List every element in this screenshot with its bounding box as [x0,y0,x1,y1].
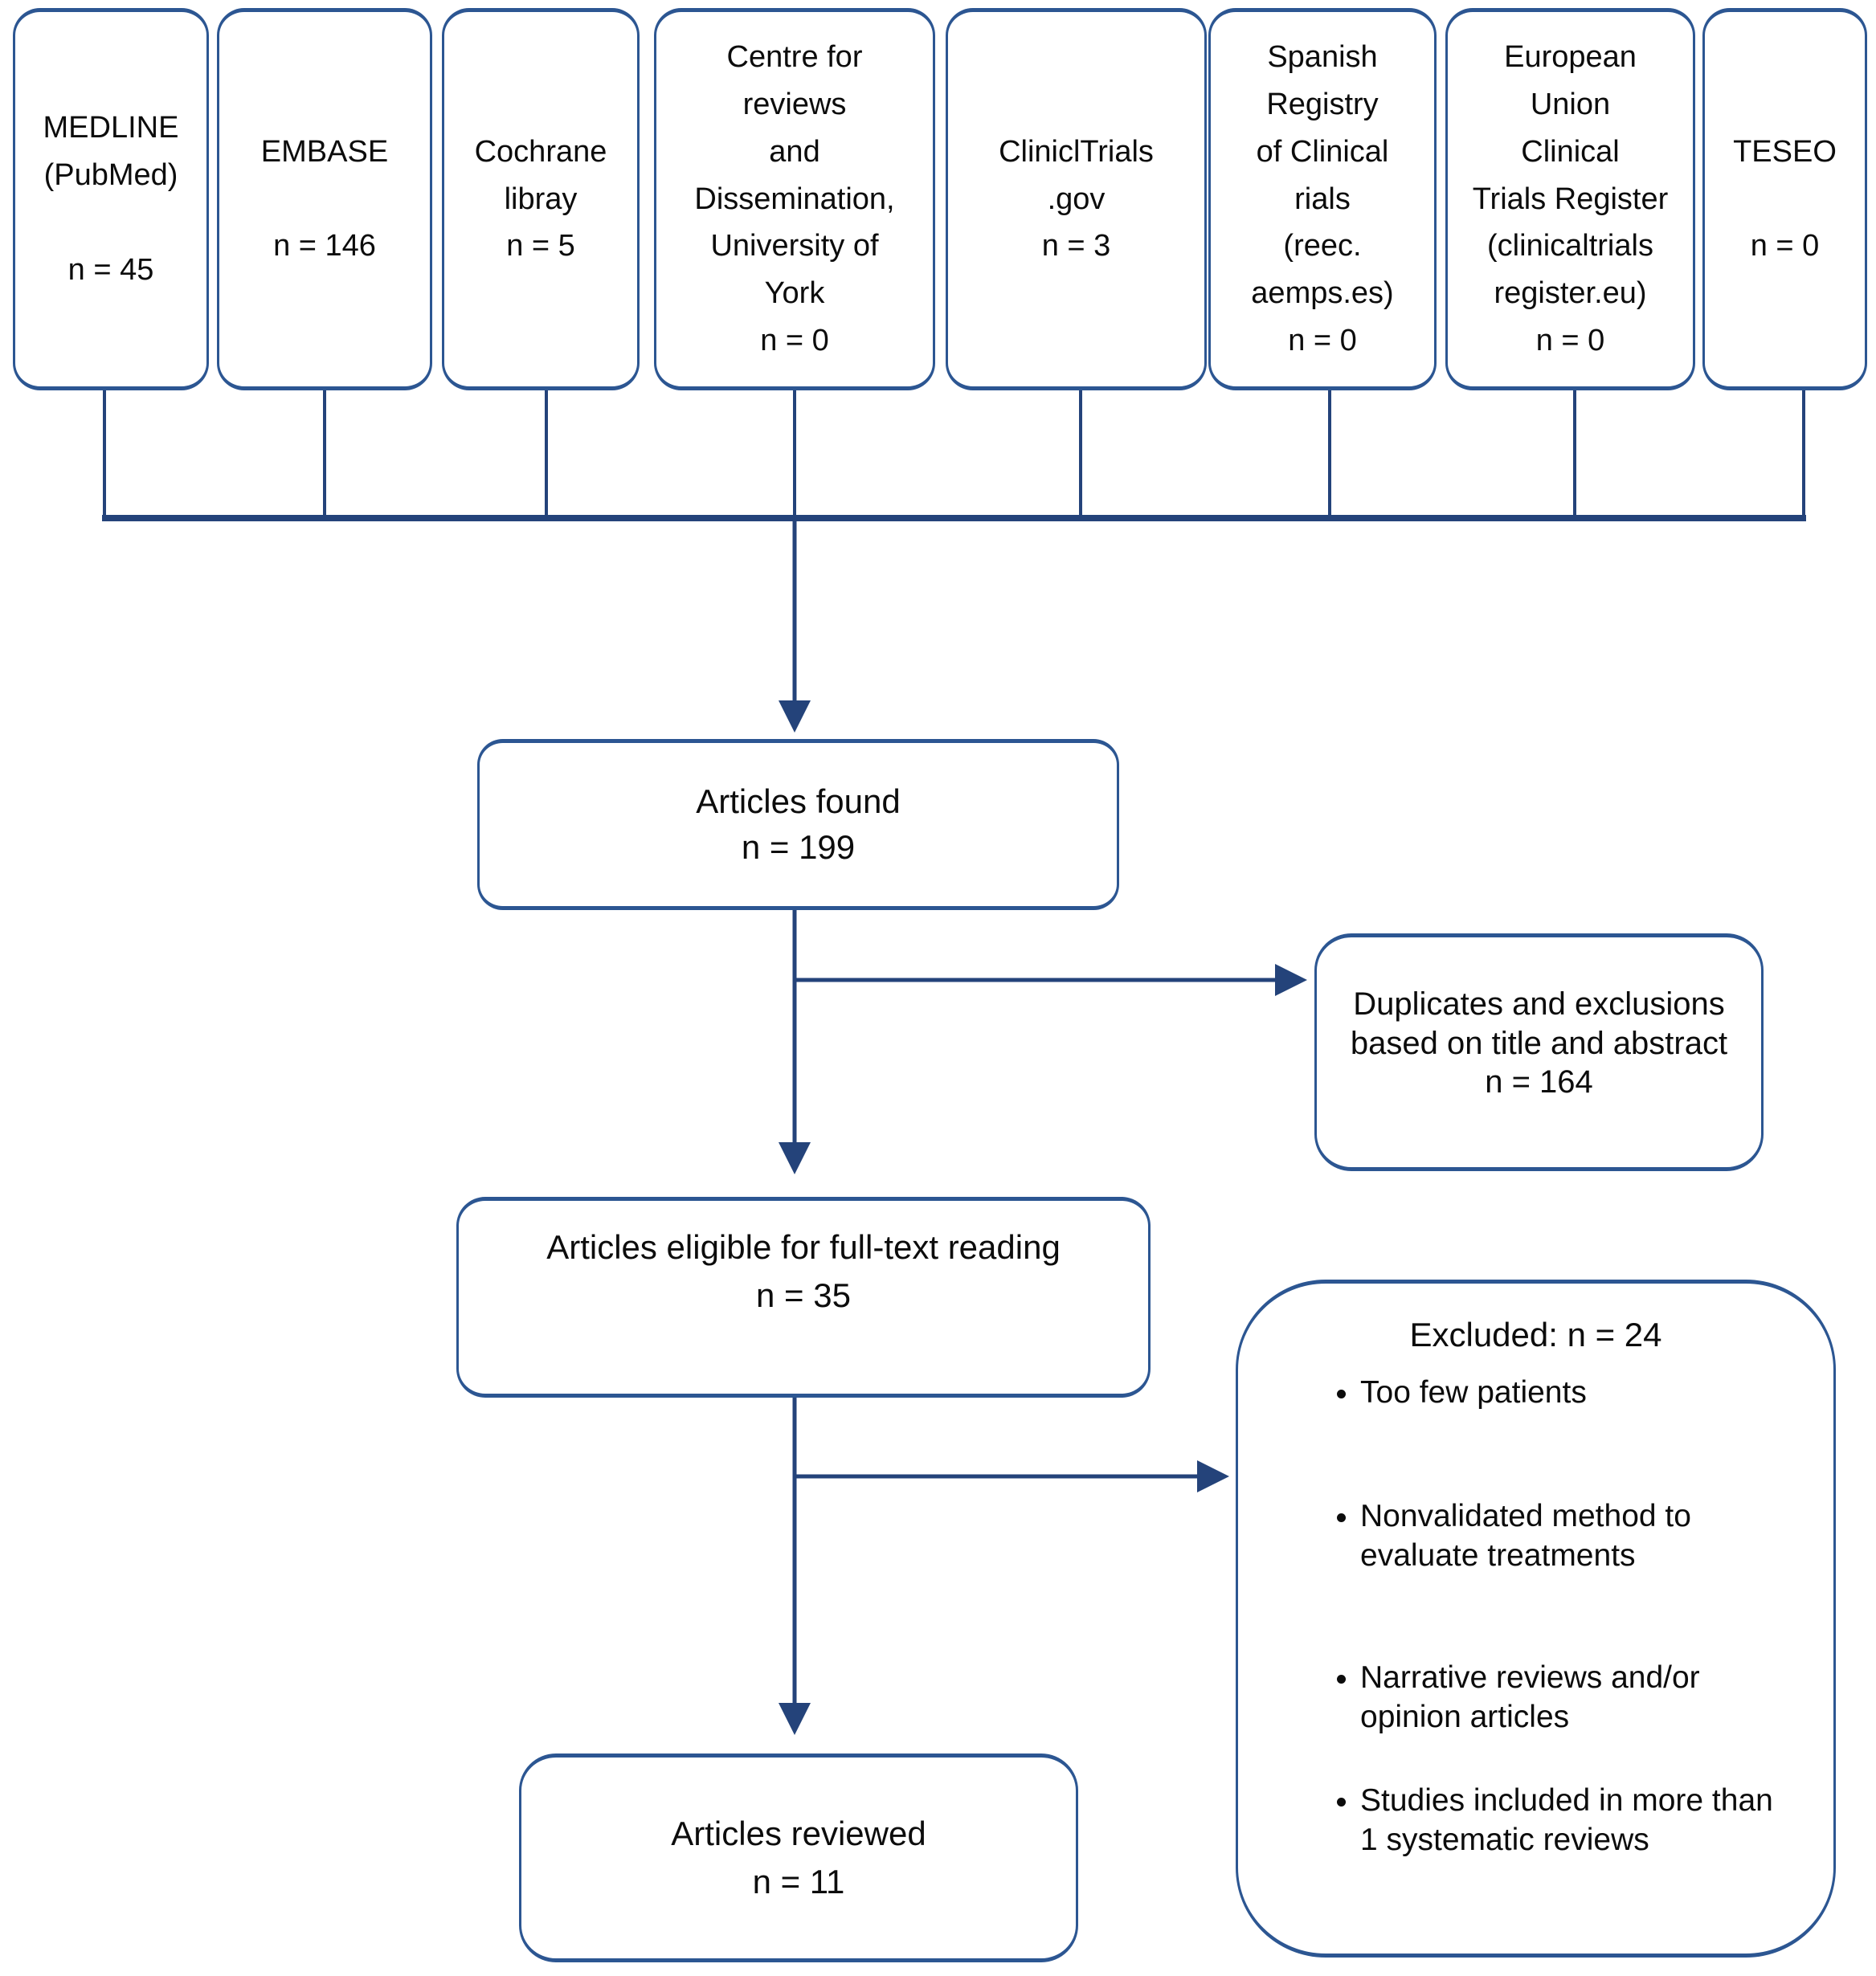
source-box-embase: EMBASE n = 146 [217,8,432,390]
node-articles-reviewed: Articles reviewed n = 11 [519,1753,1078,1962]
excluded-title: Excluded: n = 24 [1409,1316,1662,1353]
excluded-reason-item: Nonvalidated method to evaluate treatmen… [1360,1497,1813,1576]
node-excluded: Excluded: n = 24 Too few patients Nonval… [1236,1280,1836,1958]
source-box-spanish-registry-text: Spanish Registry of Clinical rials (reec… [1251,39,1394,358]
source-box-teseo: TESEO n = 0 [1702,8,1867,390]
source-box-clinicaltrials-gov: CliniclTrials .gov n = 3 [946,8,1207,390]
source-box-embase-text: EMBASE n = 146 [260,134,389,263]
excluded-reasons-list: Too few patients Nonvalidated method to … [1238,1374,1813,1860]
node-articles-reviewed-text: Articles reviewed n = 11 [671,1815,926,1900]
source-box-eu-clinical-trials-register-text: European Union Clinical Trials Register … [1472,39,1669,358]
node-duplicates-exclusions: Duplicates and exclusions based on title… [1314,933,1764,1171]
source-box-centre-reviews-dissemination-text: Centre for reviews and Dissemination, Un… [694,39,895,358]
excluded-reason-item: Studies included in more than 1 systemat… [1360,1782,1813,1860]
source-box-teseo-text: TESEO n = 0 [1733,134,1837,263]
node-duplicates-exclusions-text: Duplicates and exclusions based on title… [1350,986,1728,1100]
node-articles-found: Articles found n = 199 [477,739,1119,910]
node-articles-eligible: Articles eligible for full-text reading … [456,1197,1151,1398]
excluded-reason-item: Narrative reviews and/or opinion article… [1360,1659,1813,1737]
source-box-cochrane-library: Cochrane libray n = 5 [442,8,640,390]
source-box-medline: MEDLINE (PubMed) n = 45 [13,8,209,390]
source-box-centre-reviews-dissemination: Centre for reviews and Dissemination, Un… [654,8,935,390]
source-box-medline-text: MEDLINE (PubMed) n = 45 [43,111,179,287]
source-box-cochrane-library-text: Cochrane libray n = 5 [474,134,607,263]
node-articles-eligible-text: Articles eligible for full-text reading … [546,1228,1061,1314]
excluded-reason-item: Too few patients [1360,1374,1813,1413]
source-box-spanish-registry: Spanish Registry of Clinical rials (reec… [1208,8,1437,390]
source-box-clinicaltrials-gov-text: CliniclTrials .gov n = 3 [999,134,1154,263]
node-articles-found-text: Articles found n = 199 [696,782,901,866]
source-box-eu-clinical-trials-register: European Union Clinical Trials Register … [1445,8,1695,390]
